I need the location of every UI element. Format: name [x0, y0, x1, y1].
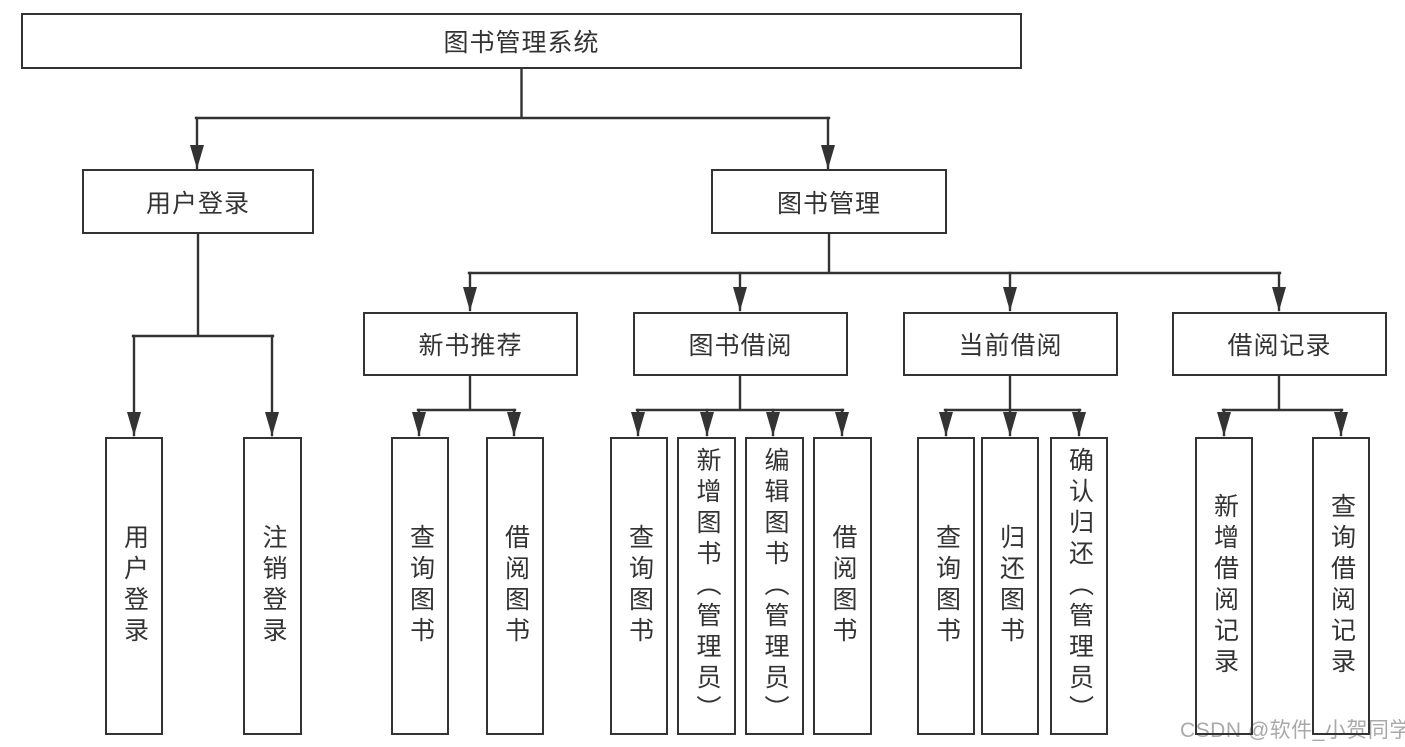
- leaf-label: 归还图书: [996, 524, 1025, 648]
- node-current-borrowing: 当前借阅: [903, 312, 1118, 376]
- leaf-label: 编辑图书（管理员）: [761, 446, 789, 726]
- leaf-bb-add-books-admin: 新增图书（管理员）: [677, 437, 736, 735]
- csdn-watermark: CSDN @软件_小贺同学: [1180, 719, 1405, 742]
- leaf-label: 查询图书: [625, 524, 654, 648]
- wire-user-login-split: [131, 232, 275, 338]
- node-new-book-recommendation: 新书推荐: [363, 312, 578, 376]
- wire-new-book-rec-split: [416, 373, 517, 412]
- wire-root-split: [194, 66, 831, 120]
- leaf-rec-borrow-books: 借阅图书: [486, 437, 544, 735]
- leaf-label: 借阅图书: [501, 524, 530, 648]
- leaf-label: 注销登录: [259, 524, 287, 648]
- leaf-cb-return-books: 归还图书: [981, 437, 1039, 735]
- wire-book-borrow-split: [635, 373, 845, 412]
- leaf-cb-query-books: 查询图书: [917, 437, 975, 735]
- leaf-label: 新增图书（管理员）: [693, 446, 721, 726]
- leaf-label: 查询图书: [406, 524, 435, 648]
- wire-borrow-records-split: [1221, 373, 1344, 412]
- leaf-label: 新增借阅记录: [1210, 493, 1239, 679]
- node-borrowing-records: 借阅记录: [1172, 312, 1387, 376]
- leaf-label: 确认归还（管理员）: [1065, 446, 1094, 726]
- leaf-label: 查询图书: [932, 524, 961, 648]
- leaf-br-query-record: 查询借阅记录: [1312, 437, 1370, 735]
- node-user-login: 用户登录: [82, 169, 314, 234]
- node-book-management: 图书管理: [711, 169, 947, 234]
- leaf-logout: 注销登录: [243, 437, 302, 735]
- leaf-bb-borrow-books: 借阅图书: [813, 437, 872, 735]
- node-library-management-system: 图书管理系统: [21, 13, 1022, 69]
- leaf-label: 查询借阅记录: [1327, 493, 1356, 679]
- leaf-user-login: 用户登录: [105, 437, 163, 735]
- leaf-rec-query-books: 查询图书: [391, 437, 449, 735]
- wire-current-borrow-split: [943, 373, 1082, 412]
- leaf-br-add-record: 新增借阅记录: [1195, 437, 1253, 735]
- leaf-cb-confirm-return-admin: 确认归还（管理员）: [1050, 437, 1108, 735]
- wire-book-mgmt-split: [467, 232, 1282, 275]
- leaf-bb-edit-books-admin: 编辑图书（管理员）: [745, 437, 804, 735]
- leaf-label: 用户登录: [120, 524, 149, 648]
- leaf-label: 借阅图书: [829, 524, 857, 648]
- leaf-bb-query-books: 查询图书: [610, 437, 668, 735]
- node-book-borrowing: 图书借阅: [633, 312, 848, 376]
